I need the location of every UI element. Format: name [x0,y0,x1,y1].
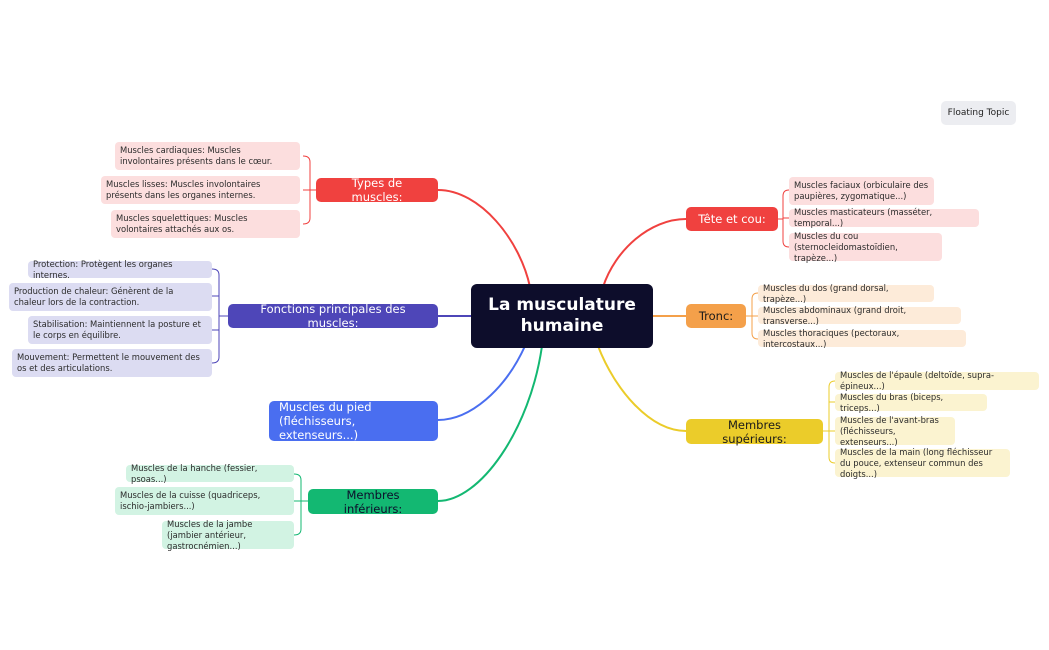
subtopic-muscles-cardiaques[interactable]: Muscles cardiaques: Muscles involontaire… [115,142,300,170]
subtopic-label: Protection: Protègent les organes intern… [33,258,173,280]
topic-tete-et-cou[interactable]: Tête et cou: [686,207,778,231]
connector-inferieurs-leaves [293,473,308,536]
topic-tronc-label: Tronc: [698,309,734,323]
topic-membres-superieurs[interactable]: Membres supérieurs: [686,417,823,446]
subtopic-label: Muscles de la hanche (fessier, psoas...) [131,462,258,484]
topic-muscles-du-pied[interactable]: Muscles du pied (fléchisseurs, extenseur… [269,400,438,442]
connector-central-inferieurs [437,345,543,502]
subtopic-muscles-jambe[interactable]: Muscles de la jambe (jambier antérieur, … [162,518,294,551]
topic-inferieurs-label: Membres inférieurs: [343,487,403,516]
connector-central-superieurs [597,345,687,432]
subtopic-label: Muscles abdominaux (grand droit, transve… [763,304,907,326]
subtopic-protection[interactable]: Protection: Protègent les organes intern… [28,258,212,280]
topic-superieurs-label: Membres supérieurs: [722,417,787,446]
subtopic-label: Muscles squelettiques: Muscles volontair… [116,213,248,234]
subtopic-label: Muscles faciaux (orbiculaire des paupièr… [794,180,929,201]
subtopic-muscles-avant-bras[interactable]: Muscles de l'avant-bras (fléchisseurs, e… [835,414,955,447]
connector-fonctions-leaves [211,268,228,364]
subtopic-label: Muscles de la main (long fléchisseur du … [840,446,993,479]
connector-superieurs-leaves [823,380,836,464]
subtopic-stabilisation[interactable]: Stabilisation: Maintiennent la posture e… [28,316,212,344]
subtopic-muscles-main[interactable]: Muscles de la main (long fléchisseur du … [835,446,1010,479]
subtopic-muscles-cuisse[interactable]: Muscles de la cuisse (quadriceps, ischio… [115,487,294,515]
subtopic-label: Muscles de l'épaule (deltoïde, supra-épi… [840,370,994,391]
subtopic-mouvement[interactable]: Mouvement: Permettent le mouvement des o… [12,349,212,377]
topic-types-de-muscles[interactable]: Types de muscles: [316,176,438,204]
subtopic-muscles-lisses[interactable]: Muscles lisses: Muscles involontaires pr… [101,176,300,204]
subtopic-label: Muscles masticateurs (masséter, temporal… [794,207,933,228]
subtopic-label: Muscles cardiaques: Muscles involontaire… [120,145,273,166]
central-topic[interactable]: La musculature humaine [471,284,653,348]
subtopic-muscles-abdominaux[interactable]: Muscles abdominaux (grand droit, transve… [758,304,961,326]
subtopic-label: Muscles thoraciques (pectoraux, intercos… [763,327,900,349]
subtopic-label: Muscles lisses: Muscles involontaires pr… [106,179,261,200]
subtopic-label: Stabilisation: Maintiennent la posture e… [33,319,201,340]
subtopic-label: Muscles du bras (biceps, triceps...) [840,391,944,413]
subtopic-muscles-thoraciques[interactable]: Muscles thoraciques (pectoraux, intercos… [758,327,966,349]
subtopic-muscles-masticateurs[interactable]: Muscles masticateurs (masséter, temporal… [789,207,979,228]
floating-topic[interactable]: Floating Topic [941,101,1016,125]
subtopic-label: Mouvement: Permettent le mouvement des o… [17,352,200,373]
subtopic-muscles-faciaux[interactable]: Muscles faciaux (orbiculaire des paupièr… [789,177,934,205]
topic-fonctions-label: Fonctions principales des muscles: [260,302,406,330]
subtopic-label: Muscles de la jambe (jambier antérieur, … [167,518,253,551]
subtopic-muscles-hanche[interactable]: Muscles de la hanche (fessier, psoas...) [126,462,294,484]
central-topic-label: La musculature humaine [488,295,636,336]
connector-tete-leaves [778,189,790,248]
subtopic-muscles-dos[interactable]: Muscles du dos (grand dorsal, trapèze...… [758,282,934,304]
connector-tronc-leaves [746,292,759,340]
topic-tete-label: Tête et cou: [698,212,766,226]
subtopic-label: Muscles de l'avant-bras (fléchisseurs, e… [840,414,939,447]
connector-types-leaves [302,155,316,225]
subtopic-muscles-bras[interactable]: Muscles du bras (biceps, triceps...) [835,391,987,413]
subtopic-muscles-cou[interactable]: Muscles du cou (sternocleidomastoïdien, … [789,230,942,263]
connector-central-pied [437,345,526,421]
subtopic-muscles-squelettiques[interactable]: Muscles squelettiques: Muscles volontair… [111,210,300,238]
topic-types-label: Types de muscles: [351,176,403,204]
subtopic-production-chaleur[interactable]: Production de chaleur: Génèrent de la ch… [9,283,212,311]
subtopic-muscles-epaule[interactable]: Muscles de l'épaule (deltoïde, supra-épi… [835,370,1039,391]
subtopic-label: Production de chaleur: Génèrent de la ch… [14,286,174,307]
topic-membres-inferieurs[interactable]: Membres inférieurs: [308,487,438,516]
subtopic-label: Muscles du dos (grand dorsal, trapèze...… [763,282,889,304]
connector-central-tete [602,218,687,288]
topic-tronc[interactable]: Tronc: [686,304,746,328]
connector-central-types [437,189,531,288]
floating-topic-label: Floating Topic [947,108,1010,118]
topic-pied-label: Muscles du pied (fléchisseurs, extenseur… [279,400,372,442]
subtopic-label: Muscles de la cuisse (quadriceps, ischio… [120,490,261,511]
topic-fonctions-principales[interactable]: Fonctions principales des muscles: [228,302,438,330]
subtopic-label: Muscles du cou (sternocleidomastoïdien, … [794,230,898,263]
